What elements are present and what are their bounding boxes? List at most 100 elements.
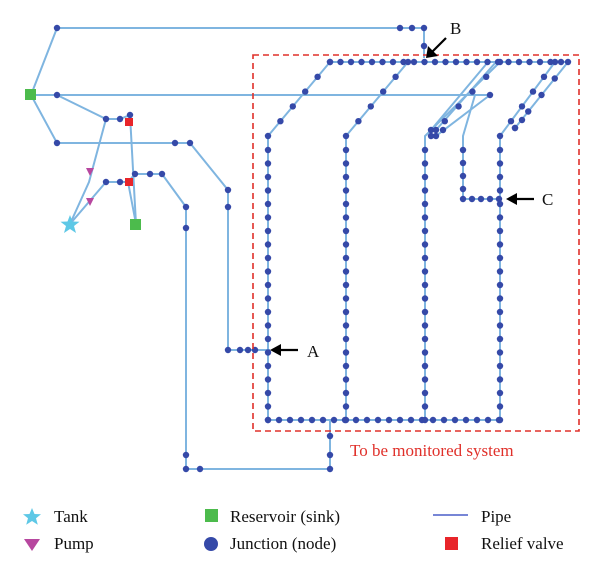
junction-node — [102, 178, 110, 186]
junction-node — [102, 115, 110, 123]
relief-valve-upper — [125, 118, 133, 126]
junction-circle-icon — [204, 537, 218, 551]
junction-node — [385, 416, 393, 424]
junction-node — [264, 254, 272, 262]
junction-node — [171, 139, 179, 147]
reservoir-square-icon — [205, 509, 218, 522]
junction-node — [342, 173, 350, 181]
junction-node — [264, 308, 272, 316]
pipe — [56, 94, 137, 225]
junction-node — [441, 118, 448, 125]
junction-node — [459, 159, 467, 167]
junction-node — [515, 58, 523, 66]
junction-node — [463, 58, 470, 66]
junction-node — [421, 389, 429, 397]
junction-node — [264, 160, 272, 167]
junction-node — [421, 227, 429, 235]
junction-node — [326, 58, 334, 66]
junction-node — [330, 416, 338, 424]
reservoir-left — [25, 89, 36, 100]
junction-node — [421, 254, 429, 262]
junction-node — [302, 88, 309, 95]
junction-node — [496, 403, 504, 410]
junction-node — [496, 335, 504, 343]
junction-node — [368, 58, 376, 66]
callout-c-label: C — [542, 190, 553, 209]
junction-node — [244, 346, 252, 354]
junction-node — [429, 416, 437, 424]
junction-node — [126, 111, 134, 119]
pipe — [345, 61, 409, 420]
junction-node — [507, 118, 515, 125]
pipe — [430, 61, 489, 131]
junction-node — [421, 362, 429, 370]
junction-node — [432, 132, 440, 140]
junction-node — [421, 173, 429, 181]
junction-node — [389, 58, 397, 66]
pump-lower — [86, 198, 94, 206]
junction-node — [484, 416, 492, 424]
junction-node — [408, 24, 416, 32]
junction-node — [264, 416, 272, 424]
junction-node — [551, 75, 558, 82]
junction-node — [326, 465, 334, 473]
junction-node — [420, 24, 428, 32]
junction-node — [264, 376, 272, 383]
junction-node — [342, 146, 350, 154]
junction-node — [421, 241, 429, 248]
junction-node — [342, 200, 350, 208]
junction-node — [431, 58, 439, 66]
junction-node — [53, 139, 61, 147]
legend-junction: Junction (node) — [230, 534, 336, 553]
junction-node — [342, 416, 350, 424]
junction-node — [355, 118, 362, 125]
junction-node — [421, 349, 429, 356]
junction-node — [286, 416, 294, 424]
junction-node — [496, 389, 504, 397]
triangle-down-icon — [24, 539, 40, 551]
junction-node — [496, 295, 504, 302]
junction-node — [342, 308, 350, 316]
junction-node — [496, 322, 504, 329]
junction-node — [421, 187, 429, 194]
junction-node — [496, 187, 504, 194]
junction-node — [342, 295, 350, 302]
junction-node — [224, 203, 232, 211]
junction-node — [342, 403, 350, 410]
relief-valve-lower — [125, 178, 133, 186]
junction-node — [264, 214, 272, 221]
junction-node — [264, 200, 272, 208]
junction-node — [421, 200, 429, 208]
callout-b-label: B — [450, 19, 461, 38]
junction-node — [421, 416, 429, 424]
junction-node — [264, 362, 272, 370]
junction-node — [421, 268, 429, 275]
junction-node — [407, 416, 415, 424]
junction-node — [484, 58, 491, 66]
junction-node — [427, 126, 435, 134]
junction-node — [496, 227, 504, 235]
junction-node — [452, 58, 460, 66]
junction-node — [297, 416, 305, 424]
junction-node — [264, 322, 272, 329]
junction-node — [477, 195, 485, 203]
junction-node — [264, 187, 272, 194]
junction-node — [342, 281, 350, 289]
junction-node — [420, 42, 428, 50]
junction-node — [326, 451, 334, 459]
junction-node — [264, 403, 272, 410]
junction-node — [540, 73, 548, 81]
junction-node — [342, 132, 350, 140]
junction-node — [421, 214, 429, 221]
junction-node — [342, 362, 350, 370]
junction-node — [496, 241, 504, 248]
junction-node — [536, 58, 544, 66]
junction-node — [421, 308, 429, 316]
junction-node — [396, 24, 404, 32]
junction-node — [342, 268, 350, 275]
junction-node — [564, 58, 572, 66]
junction-node — [319, 416, 327, 424]
junction-node — [468, 195, 476, 203]
